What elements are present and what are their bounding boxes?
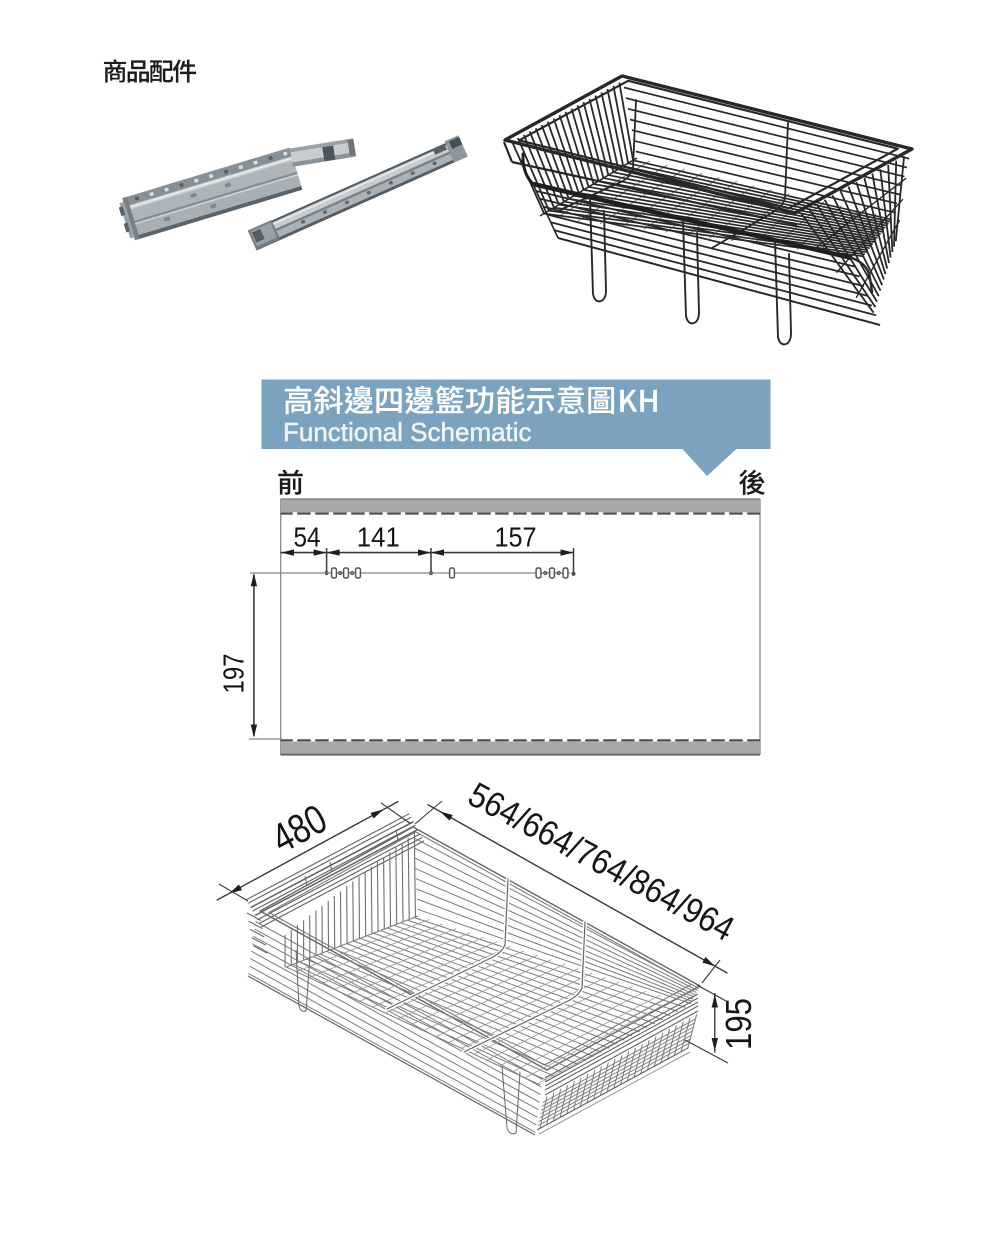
svg-text:141: 141 [357, 522, 400, 553]
svg-text:54: 54 [294, 522, 321, 553]
svg-text:195: 195 [718, 998, 759, 1050]
svg-text:197: 197 [219, 654, 251, 694]
svg-text:Functional Schematic: Functional Schematic [283, 417, 532, 447]
svg-text:157: 157 [495, 522, 537, 553]
